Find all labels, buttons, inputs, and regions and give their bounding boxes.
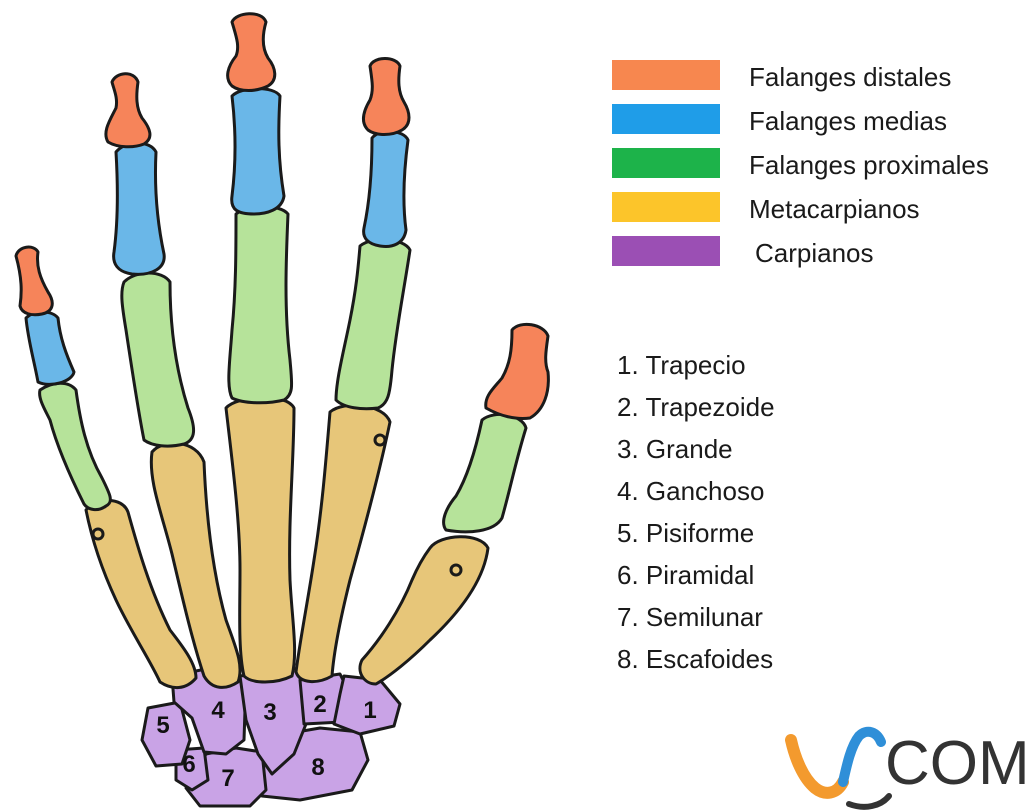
legend-label-middle: Falanges medias [749,106,947,137]
middle-phalanx-ring [114,143,165,274]
proximal-phalanx-index [336,240,410,409]
legend-swatch-carpal [612,236,720,266]
list-item: 6. Piramidal [617,560,775,602]
finger-index [296,59,410,682]
metacarpal-index-tubercle [375,435,385,445]
legend-label-proximal: Falanges proximales [749,150,989,181]
legend-label-distal: Falanges distales [749,62,951,93]
proximal-phalanx-ring [122,273,194,446]
logo-text: COM [885,729,1030,798]
legend-swatch-middle [612,104,720,134]
finger-middle [226,14,295,682]
carpal-number-7: 7 [221,765,234,792]
list-item: 5. Pisiforme [617,518,775,560]
legend-swatch-distal [612,60,720,90]
carpal-bone-list: 1. Trapecio 2. Trapezoide 3. Grande 4. G… [617,350,775,686]
list-item: 4. Ganchoso [617,476,775,518]
carpal-number-1: 1 [363,697,376,724]
distal-phalanx-little [16,247,52,315]
middle-phalanx-little [26,312,74,384]
middle-phalanx-middle [232,89,284,215]
metacarpal-thumb [360,537,488,684]
proximal-phalanx-little [40,383,111,509]
legend-item-metacarpal: Metacarpianos [612,192,1030,236]
legend-item-carpal: Carpianos [612,236,1030,280]
list-item: 7. Semilunar [617,602,775,644]
carpal-number-8: 8 [311,754,324,781]
proximal-phalanx-thumb [444,414,526,531]
legend-item-proximal: Falanges proximales [612,148,1030,192]
list-item: 8. Escafoides [617,644,775,686]
distal-phalanx-ring [106,74,150,147]
logo-mark-icon: COM [785,712,1030,812]
proximal-phalanx-middle [229,207,292,403]
distal-phalanx-thumb [486,324,549,418]
carpal-number-5: 5 [156,712,169,739]
legend-item-distal: Falanges distales [612,60,1030,104]
distal-phalanx-index [364,59,409,135]
metacarpal-little-tubercle [93,529,103,539]
metacarpal-thumb-tubercle [451,565,461,575]
middle-phalanx-index [364,131,408,246]
list-item: 1. Trapecio [617,350,775,392]
carpal-number-4: 4 [211,697,225,724]
carpal-number-6: 6 [182,751,195,778]
carpal-number-3: 3 [263,699,276,726]
legend-item-middle: Falanges medias [612,104,1030,148]
legend-swatch-metacarpal [612,192,720,222]
metacarpal-middle [226,397,295,682]
list-item: 2. Trapezoide [617,392,775,434]
brand-logo: COM [785,712,1030,812]
list-item: 3. Grande [617,434,775,476]
metacarpal-index [296,405,390,681]
legend-swatch-proximal [612,148,720,178]
distal-phalanx-middle [228,14,275,91]
legend-label-metacarpal: Metacarpianos [749,194,920,225]
legend-label-carpal: Carpianos [755,238,874,269]
carpal-number-2: 2 [313,691,326,718]
color-legend: Falanges distales Falanges medias Falang… [612,60,1030,280]
